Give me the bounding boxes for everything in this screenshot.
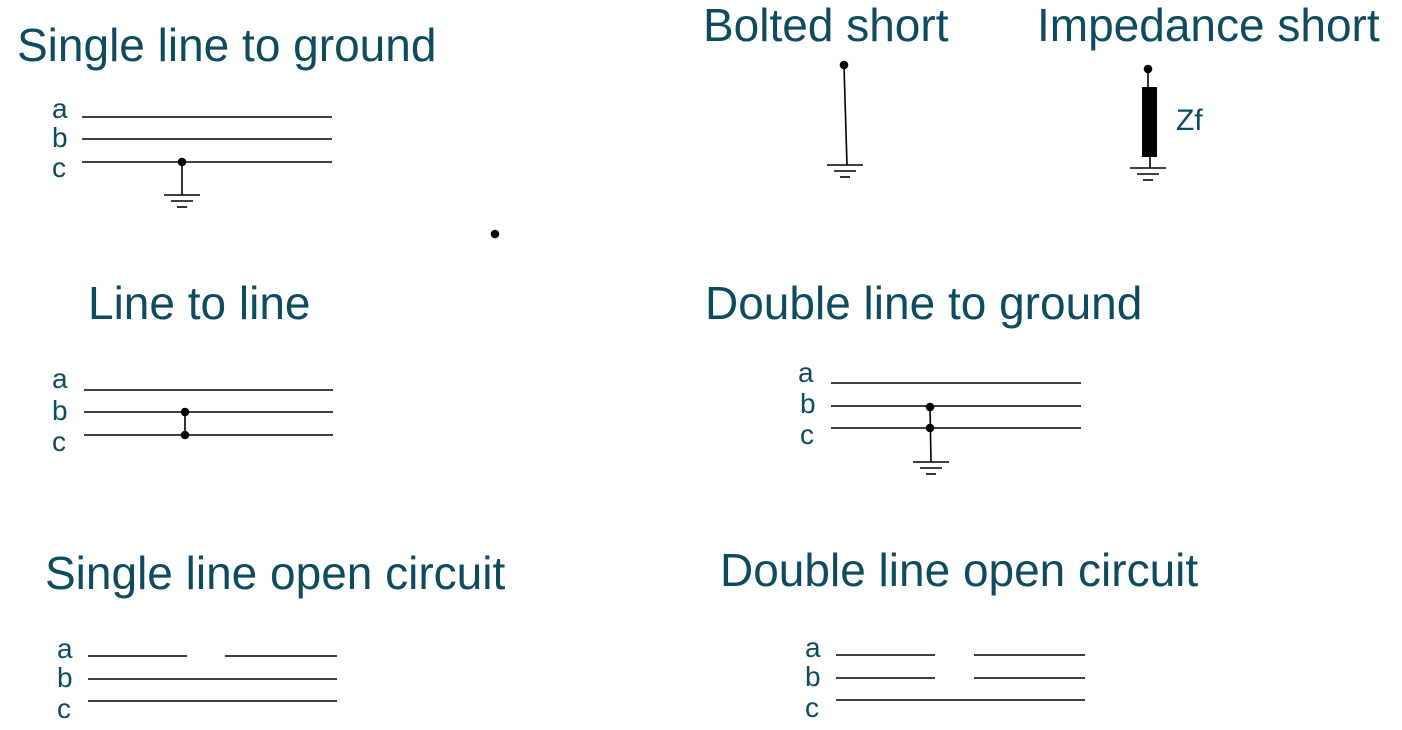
stray-dot — [490, 229, 500, 239]
phase-label-a: a — [52, 93, 68, 124]
title-single-line-open-circuit: Single line open circuit — [45, 547, 506, 599]
fault-connection — [843, 65, 848, 166]
phase-label-a: a — [805, 632, 821, 663]
single-line-to-ground-diagram — [82, 116, 332, 208]
ground-icon — [827, 164, 863, 178]
ground-icon — [913, 461, 949, 475]
phase-label-c: c — [805, 692, 819, 723]
line-to-line-diagram — [84, 389, 333, 436]
title-double-line-open-circuit: Double line open circuit — [720, 544, 1199, 596]
phase-label-c: c — [57, 693, 71, 724]
single-line-open-circuit-diagram — [88, 655, 337, 702]
fault-point — [925, 402, 935, 412]
title-double-line-to-ground: Double line to ground — [705, 277, 1143, 329]
title-impedance-short: Impedance short — [1037, 0, 1380, 51]
phase-label-a: a — [52, 363, 68, 394]
double-line-to-ground-diagram — [831, 382, 1081, 475]
fault-point — [180, 430, 190, 440]
phase-label-a: a — [57, 633, 73, 664]
fault-point — [180, 407, 190, 417]
phase-label-c: c — [52, 426, 66, 457]
phase-label-a: a — [798, 357, 814, 388]
title-line-to-line: Line to line — [88, 277, 311, 329]
ground-icon — [1130, 167, 1166, 181]
phase-label-b: b — [57, 662, 73, 693]
phase-label-b: b — [800, 388, 816, 419]
ground-icon — [164, 194, 200, 208]
fault-point — [839, 60, 849, 70]
phase-label-c: c — [52, 152, 66, 183]
fault-point — [177, 157, 187, 167]
bolted-short-diagram — [827, 65, 863, 178]
fault-point — [925, 423, 935, 433]
phase-label-b: b — [52, 122, 68, 153]
title-single-line-to-ground: Single line to ground — [17, 19, 437, 71]
impedance-label: Zf — [1176, 104, 1203, 137]
impedance-block — [1142, 87, 1157, 157]
fault-point — [1143, 64, 1153, 74]
fault-connection — [929, 405, 932, 463]
phase-label-c: c — [800, 419, 814, 450]
phase-label-b: b — [805, 661, 821, 692]
title-bolted-short: Bolted short — [703, 0, 949, 51]
phase-label-b: b — [52, 395, 68, 426]
double-line-open-circuit-diagram — [836, 654, 1085, 701]
